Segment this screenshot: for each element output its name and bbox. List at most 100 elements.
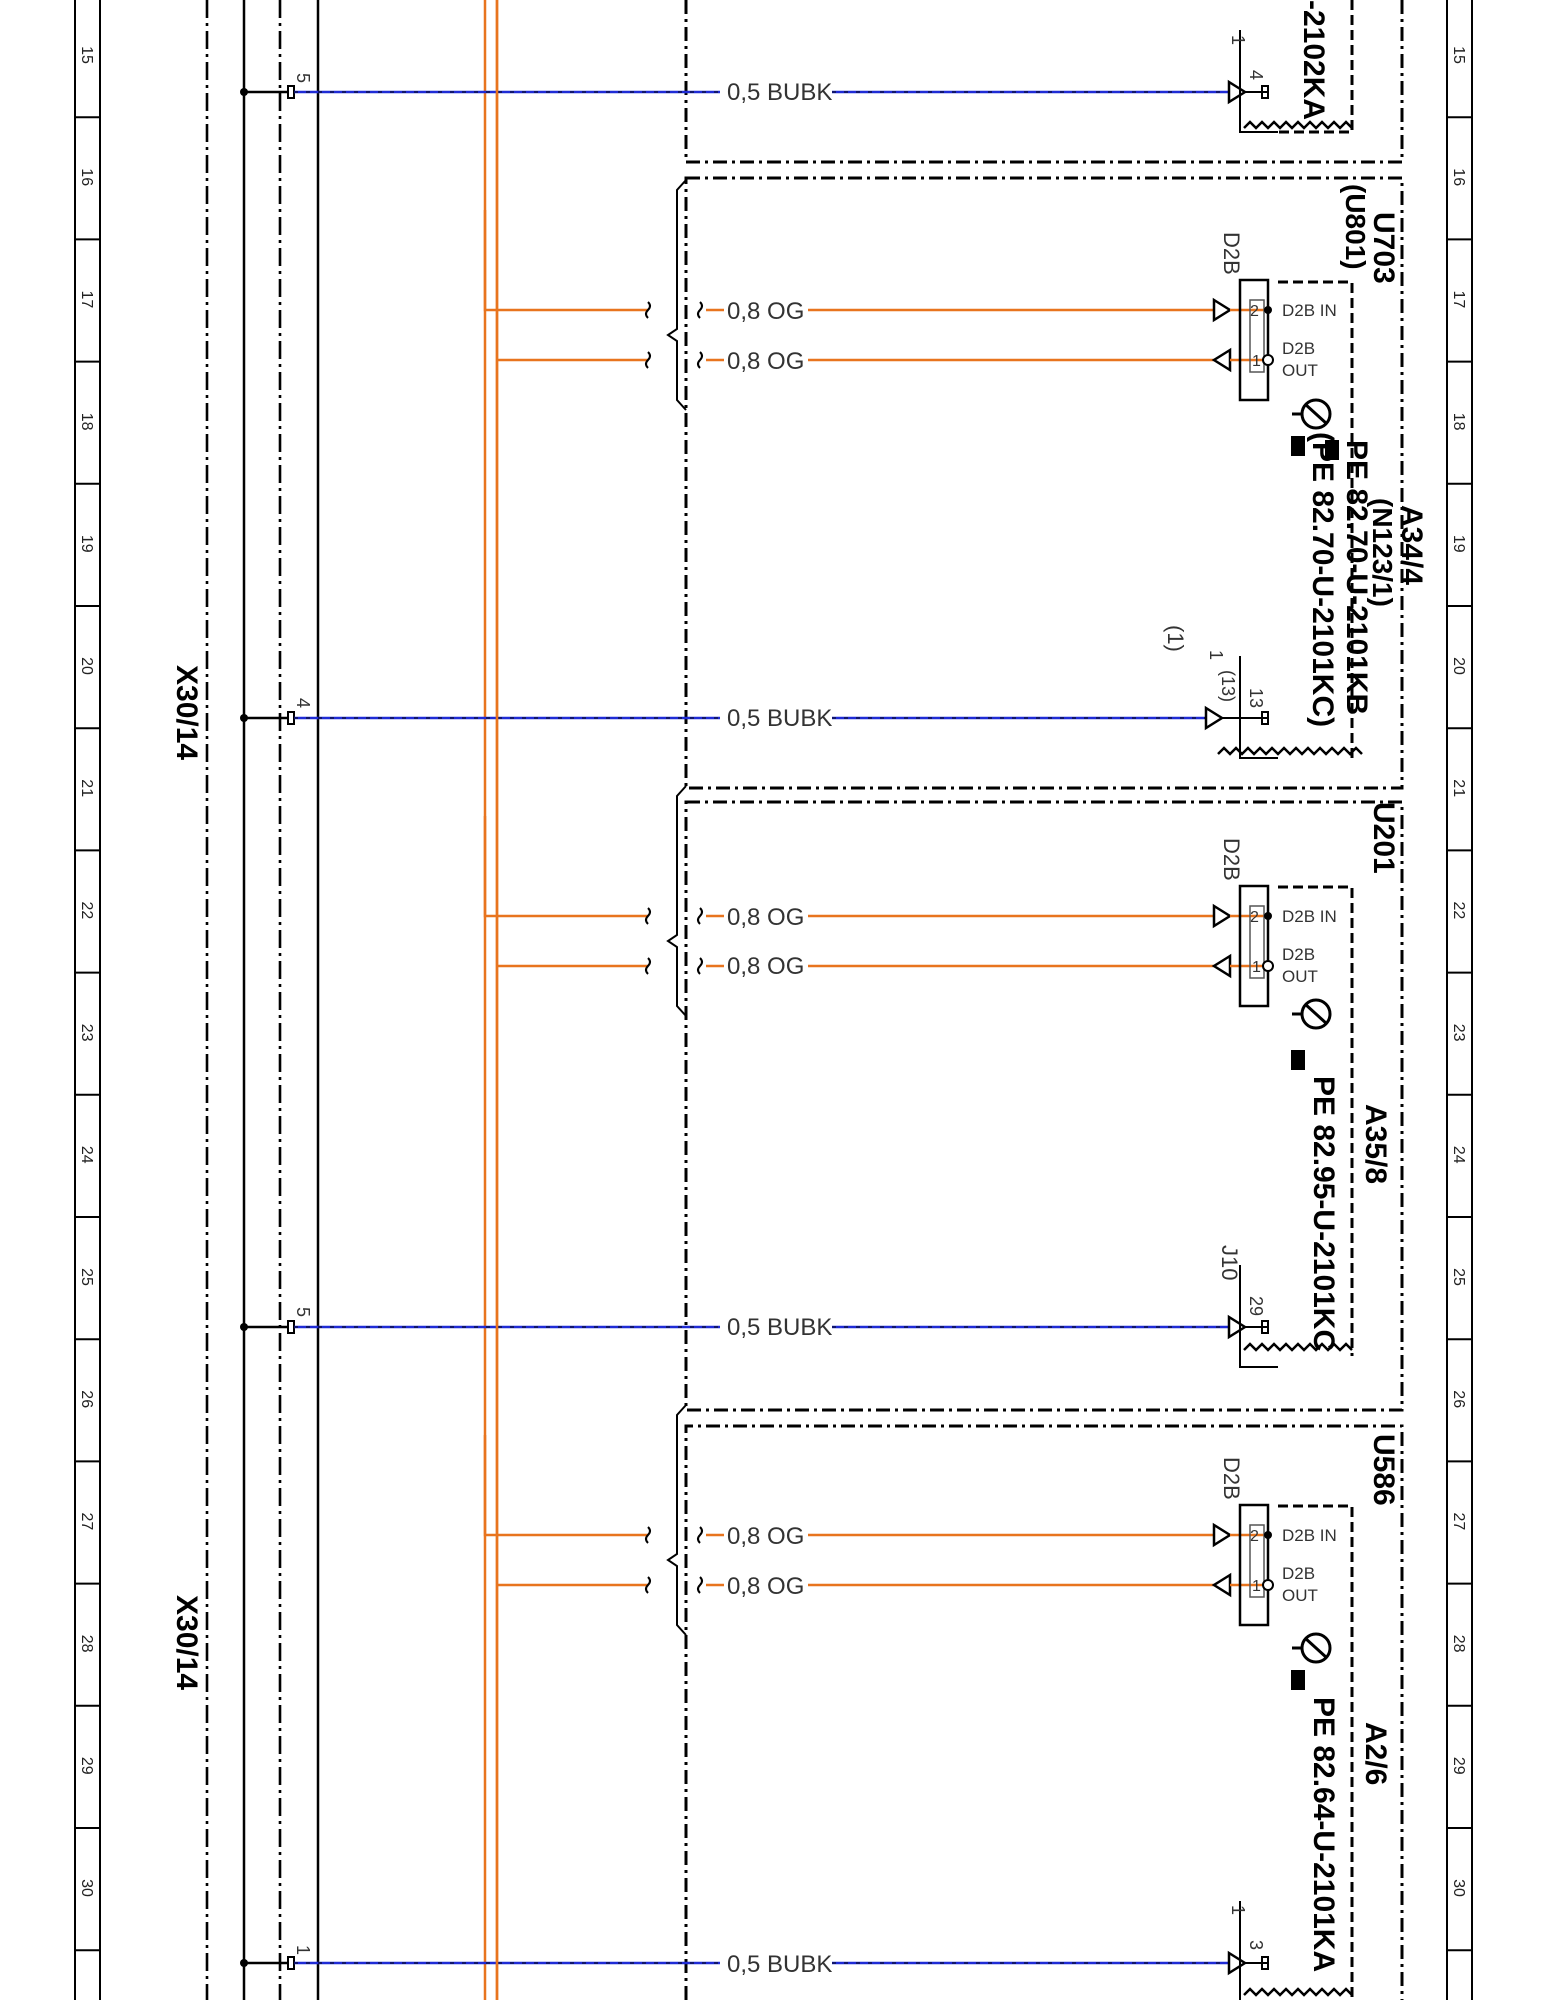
hand-pointer-icon [1291, 436, 1305, 456]
orange-wires [483, 0, 1266, 2000]
d2b-in-label: D2B IN [1282, 907, 1337, 926]
wavy-edge [1243, 1987, 1353, 1997]
ruler-number-right: 29 [1450, 1757, 1467, 1775]
module-3-tag: U201 [1367, 802, 1400, 874]
pin-terminal [287, 1320, 295, 1334]
connector-arrow [1204, 705, 1225, 731]
connector-arrow-in [1212, 1522, 1233, 1548]
pin-r20-right-3: (13) [1218, 670, 1238, 702]
connector-arrow-in [1212, 297, 1233, 323]
ground-bus [242, 0, 320, 2000]
module-2-tag: U703 [1367, 212, 1400, 284]
module-2-pe2: (PE 82.70-U-2101KC) [1306, 432, 1339, 727]
blue-wires [240, 30, 1278, 2000]
hand-pointer-icon [1325, 440, 1339, 460]
wire-break [645, 1576, 651, 1594]
left-ruler [74, 0, 101, 2000]
wire-label-r15: 0,5 BUBK [727, 79, 832, 106]
connector-arrow [1227, 79, 1248, 105]
ruler-number-right: 25 [1450, 1268, 1467, 1286]
d2b-out-label: D2B [1282, 1564, 1315, 1583]
connector-arrow [1227, 1314, 1248, 1340]
ecu-boxes [1278, 0, 1354, 2000]
ruler-number-left: 19 [78, 535, 95, 553]
module-labels: -2102KA U703 (U801) A34/4 (N123/1) PE 82… [1297, 0, 1428, 1972]
ruler-number-left: 22 [78, 902, 95, 920]
ruler-number-left: 30 [78, 1879, 95, 1897]
connector-label-x30-14-a: X30/14 [170, 665, 203, 760]
orange-wire-branch [483, 816, 648, 918]
module-4-ref: A2/6 [1359, 1722, 1392, 1785]
wire-break [697, 1526, 703, 1544]
pin-terminal [1261, 711, 1269, 725]
d2b-pin-dot [1264, 912, 1272, 920]
module-4-pe: PE 82.64-U-2101KA [1307, 1697, 1340, 1972]
module-2-tag2: (U801) [1340, 184, 1371, 270]
orange-bus [483, 0, 499, 2000]
d2b-housing [1238, 278, 1270, 402]
ruler-number-left: 26 [78, 1390, 95, 1408]
pe-hand-icons [1291, 436, 1339, 1690]
d2b-pin-dot [1262, 354, 1274, 366]
pin-terminal [287, 711, 295, 725]
module-3-pe: PE 82.95-U-2101KC [1307, 1076, 1340, 1351]
pin-terminal [1261, 85, 1269, 99]
connector-arrow-out [1211, 347, 1232, 373]
d2b-name: D2B [1219, 232, 1244, 275]
d2b-out-label: OUT [1282, 967, 1318, 986]
d2b-out-label: OUT [1282, 1586, 1318, 1605]
connector-j10: J10 [1217, 1245, 1242, 1280]
d2b-housing [1238, 884, 1270, 1008]
diagnostic-icon [1292, 398, 1332, 430]
ruler-number-left: 25 [78, 1268, 95, 1286]
ruler-number-right: 28 [1450, 1635, 1467, 1653]
wire-break [645, 351, 651, 369]
diagnostic-icon [1292, 1632, 1332, 1664]
d2b-pin-number: 1 [1252, 353, 1261, 370]
pin-r30-left: 1 [293, 1945, 313, 1955]
module-3-ref: A35/8 [1359, 1104, 1392, 1184]
pin-terminal [1261, 1956, 1269, 1970]
ruler-number-right: 24 [1450, 1146, 1467, 1164]
pin-bracket [1239, 656, 1278, 759]
wire-break [645, 907, 651, 925]
ruler-number-left: 28 [78, 1635, 95, 1653]
pin-r30-right-2: 3 [1246, 1940, 1266, 1950]
diagnostic-symbols [1292, 398, 1332, 1664]
ruler-number-left: 27 [78, 1513, 95, 1531]
d2b-pin-number: 1 [1252, 959, 1261, 976]
wire-break [645, 301, 651, 319]
ruler-number-left: 24 [78, 1146, 95, 1164]
right-ruler [1446, 0, 1473, 2000]
ruler-number-right: 23 [1450, 1024, 1467, 1042]
pin-bracket [1239, 1901, 1241, 2000]
d2b-out-label: OUT [1282, 361, 1318, 380]
wire-label-r20: 0,5 BUBK [727, 705, 832, 732]
pin-r30-right-1: 1 [1228, 1905, 1248, 1915]
hand-pointer-icon [1291, 1050, 1305, 1070]
ruler-number-right: 21 [1450, 779, 1467, 797]
connector-boundary [205, 0, 282, 2000]
d2b-out-label: D2B [1282, 339, 1315, 358]
ecu-wavy-edges [1217, 120, 1363, 1997]
pin-r20-left: 4 [293, 698, 313, 708]
ruler-number-right: 17 [1450, 291, 1467, 309]
ruler-number-right: 27 [1450, 1513, 1467, 1531]
wire-labels: 0,5 BUBK 0,5 BUBK 0,5 BUBK 0,5 BUBK 0,8 … [727, 79, 832, 1978]
ruler-number-left: 18 [78, 413, 95, 431]
module-1-pe: -2102KA [1297, 0, 1330, 120]
connector-label-x30-14-b: X30/14 [170, 1595, 203, 1690]
pin-r25-right-1: 29 [1246, 1296, 1266, 1316]
connector-arrow-in [1212, 903, 1233, 929]
pin-bracket [1239, 1265, 1278, 1368]
wire-label-r25: 0,5 BUBK [727, 1314, 832, 1341]
ruler-number-left: 17 [78, 291, 95, 309]
wire-label-og-1: 0,8 OG [727, 298, 804, 325]
ruler-ticks [75, 116, 1472, 1952]
wire-label-og-2: 0,8 OG [727, 348, 804, 375]
pin-r15-right-2: 4 [1246, 70, 1266, 80]
module-4-tag: U586 [1367, 1434, 1400, 1506]
